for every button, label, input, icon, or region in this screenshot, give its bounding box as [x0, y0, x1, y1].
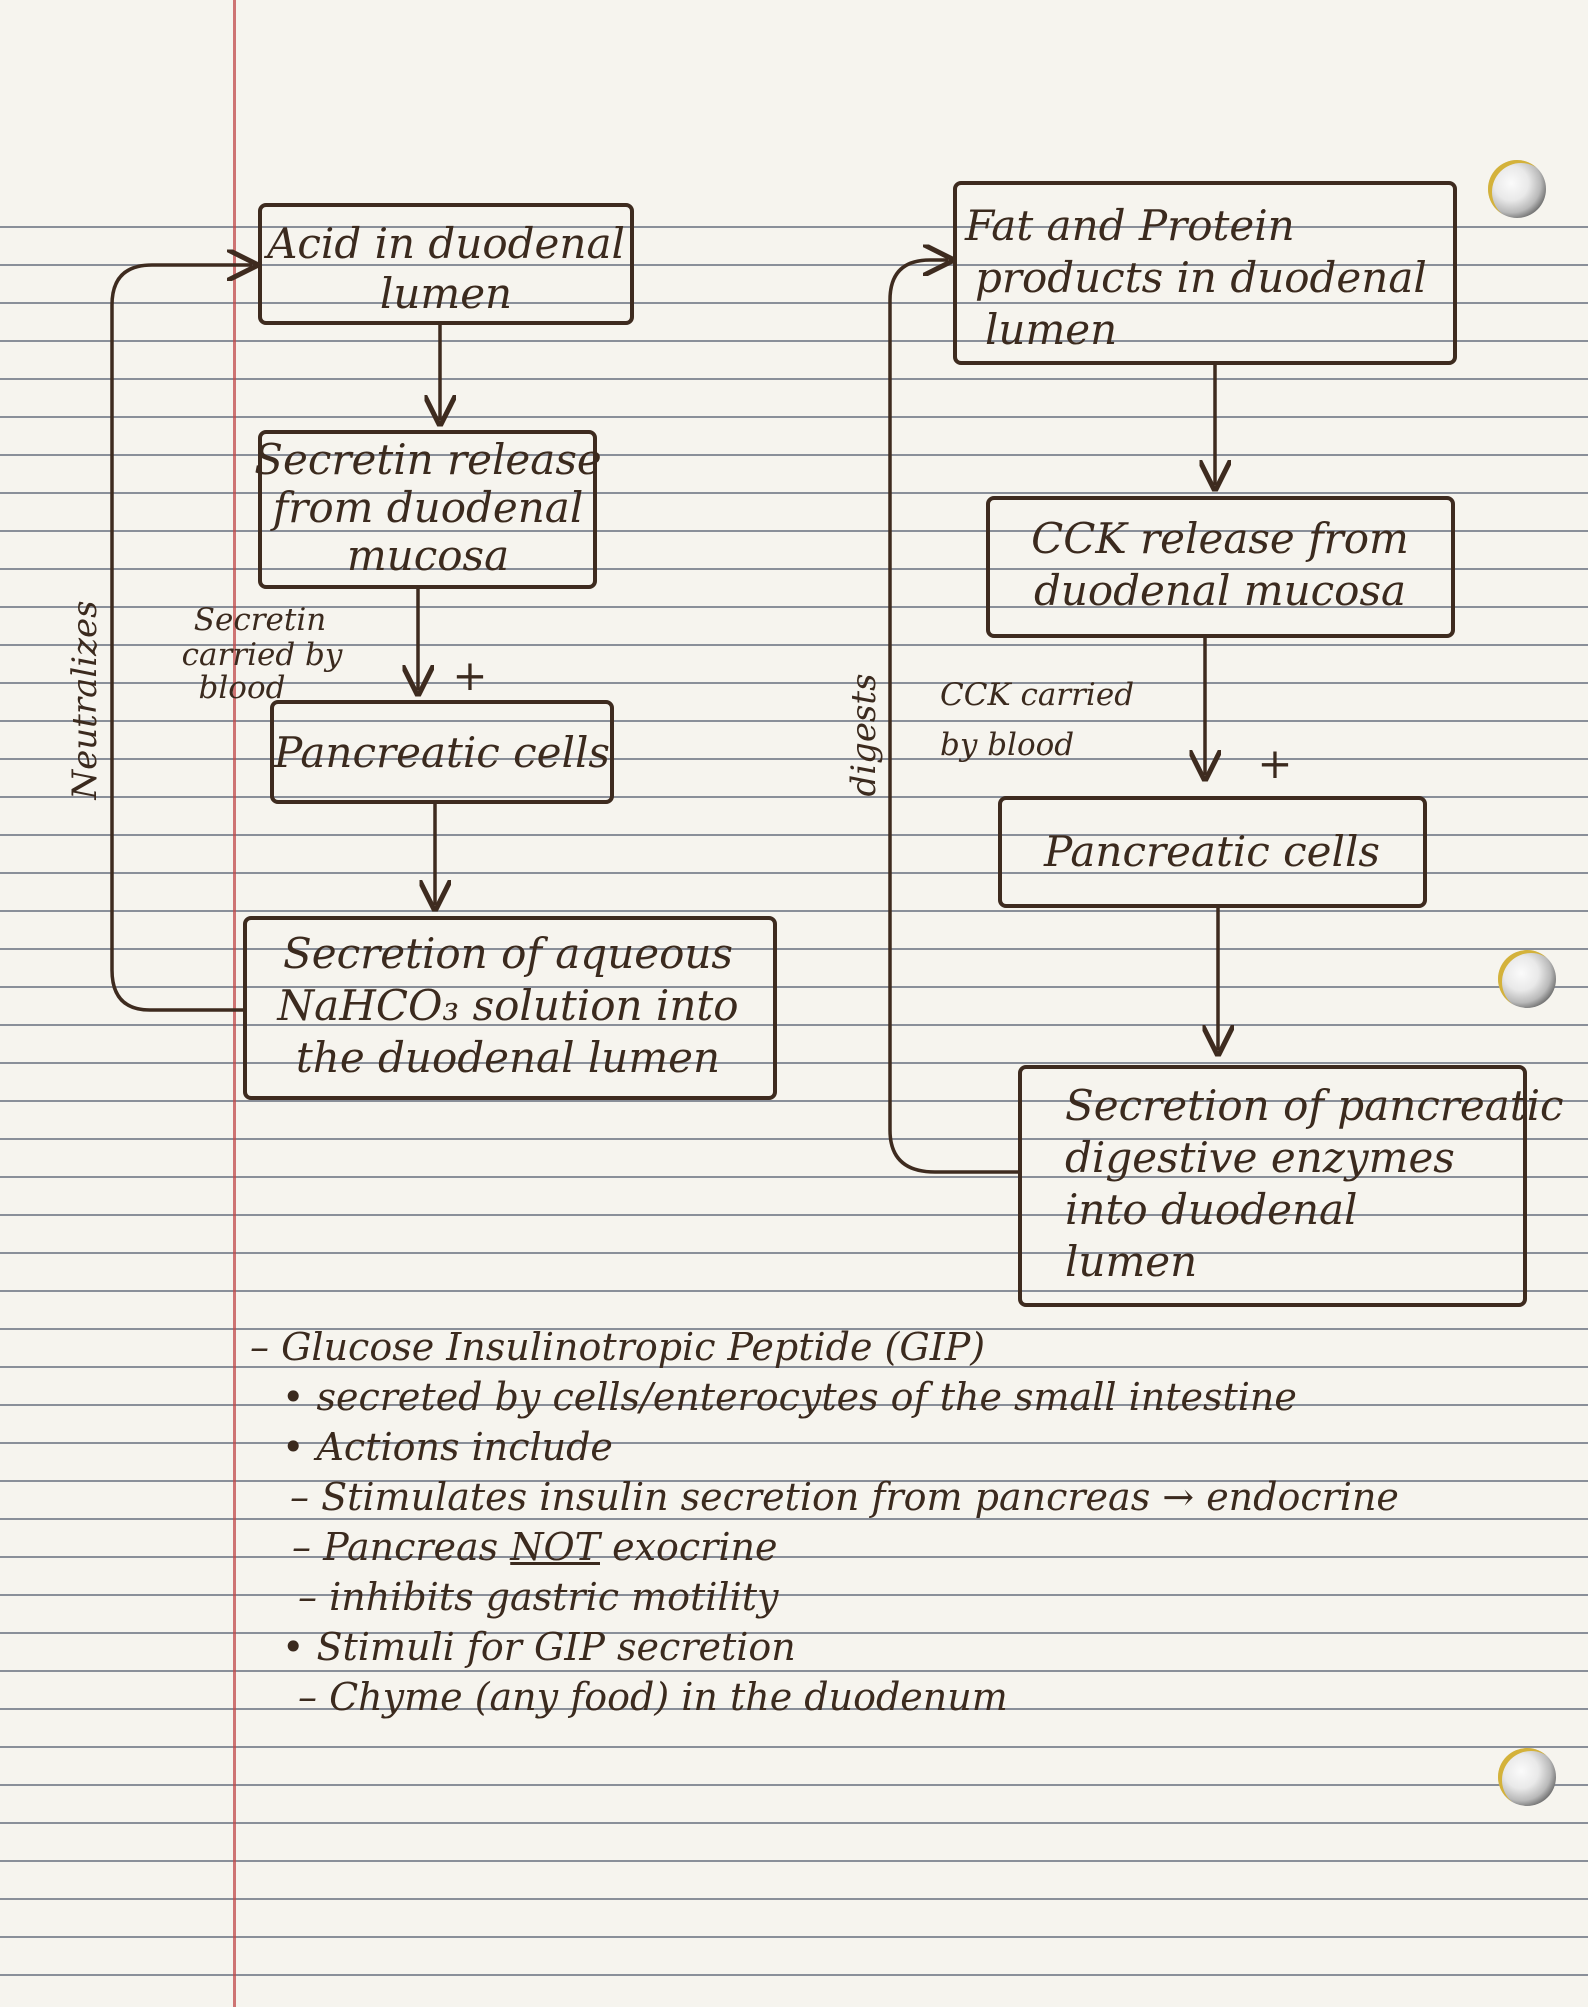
label-secretin-carried-2: carried by — [182, 637, 343, 673]
notes-line-stimulates-insulin: – Stimulates insulin secretion from panc… — [290, 1475, 1399, 1519]
box-fat-line-1: Fat and Protein — [964, 201, 1295, 250]
box-cck-release — [986, 496, 1455, 638]
box-fat-protein-products — [953, 181, 1457, 365]
box-enzymes-line-4: lumen — [1065, 1237, 1197, 1286]
label-digests: digests — [844, 673, 884, 796]
box-acid-in-duodenal-lumen — [258, 203, 634, 325]
box-secretin-line-2: from duodenal — [270, 483, 584, 532]
binder-ring-hole-bottom — [1498, 1748, 1556, 1806]
label-neutralizes: Neutralizes — [65, 600, 105, 800]
box-secretion-digestive-enzymes — [1018, 1065, 1527, 1307]
margin-line — [233, 0, 236, 2007]
notes-pancreas-text: – Pancreas — [292, 1525, 511, 1569]
box-fat-line-2: products in duodenal — [975, 253, 1427, 302]
feedback-arrow-digests — [888, 260, 1020, 1174]
notes-line-actions: • Actions include — [282, 1425, 613, 1469]
notes-heading: – Glucose Insulinotropic Peptide (GIP) — [250, 1325, 986, 1369]
plus-stimulates-right: + — [1257, 739, 1292, 788]
box-enzymes-line-3: into duodenal — [1065, 1185, 1357, 1234]
box-pancreatic-left-text: Pancreatic cells — [273, 728, 610, 777]
label-cck-carried-2: by blood — [940, 727, 1074, 763]
box-secretion-aqueous-nahco3 — [243, 916, 777, 1100]
notes-exocrine-text: exocrine — [600, 1525, 778, 1569]
label-secretin-carried-3: blood — [199, 670, 286, 706]
box-acid-line-2: lumen — [380, 269, 512, 318]
box-acid-line-1: Acid in duodenal — [263, 219, 625, 268]
notes-line-pancreas-not-exocrine: – Pancreas NOT exocrine — [292, 1525, 777, 1569]
box-enzymes-line-1: Secretion of pancreatic — [1065, 1081, 1564, 1130]
plus-stimulates-left: + — [452, 651, 487, 700]
box-secretin-line-1: Secretin release — [254, 435, 601, 484]
binder-ring-hole-top — [1488, 160, 1546, 218]
box-aqueous-line-1: Secretion of aqueous — [283, 929, 733, 978]
notes-line-stimuli: • Stimuli for GIP secretion — [282, 1625, 796, 1669]
paper-top-margin — [0, 0, 1588, 205]
notes-line-inhibits-motility: – inhibits gastric motility — [298, 1575, 779, 1619]
box-secretin-line-3: mucosa — [347, 531, 509, 580]
box-enzymes-line-2: digestive enzymes — [1065, 1133, 1455, 1182]
box-aqueous-line-3: the duodenal lumen — [296, 1033, 720, 1082]
box-pancreatic-right-text: Pancreatic cells — [1043, 827, 1380, 876]
notes-line-chyme: – Chyme (any food) in the duodenum — [298, 1675, 1008, 1719]
notes-line-secreted: • secreted by cells/enterocytes of the s… — [282, 1375, 1297, 1419]
box-aqueous-line-2: NaHCO₃ solution into — [276, 981, 738, 1030]
notes-not-emphasis: NOT — [510, 1525, 600, 1569]
feedback-arrow-neutralizes — [110, 265, 252, 1012]
box-cck-line-1: CCK release from — [1031, 514, 1409, 563]
label-cck-carried-1: CCK carried — [940, 677, 1134, 713]
box-pancreatic-cells-right — [998, 796, 1427, 908]
box-secretin-release — [258, 430, 597, 589]
binder-ring-hole-middle — [1498, 950, 1556, 1008]
box-cck-line-2: duodenal mucosa — [1034, 566, 1406, 615]
box-pancreatic-cells-left — [270, 700, 614, 804]
box-fat-line-3: lumen — [985, 305, 1117, 354]
label-secretin-carried-1: Secretin — [194, 602, 326, 638]
